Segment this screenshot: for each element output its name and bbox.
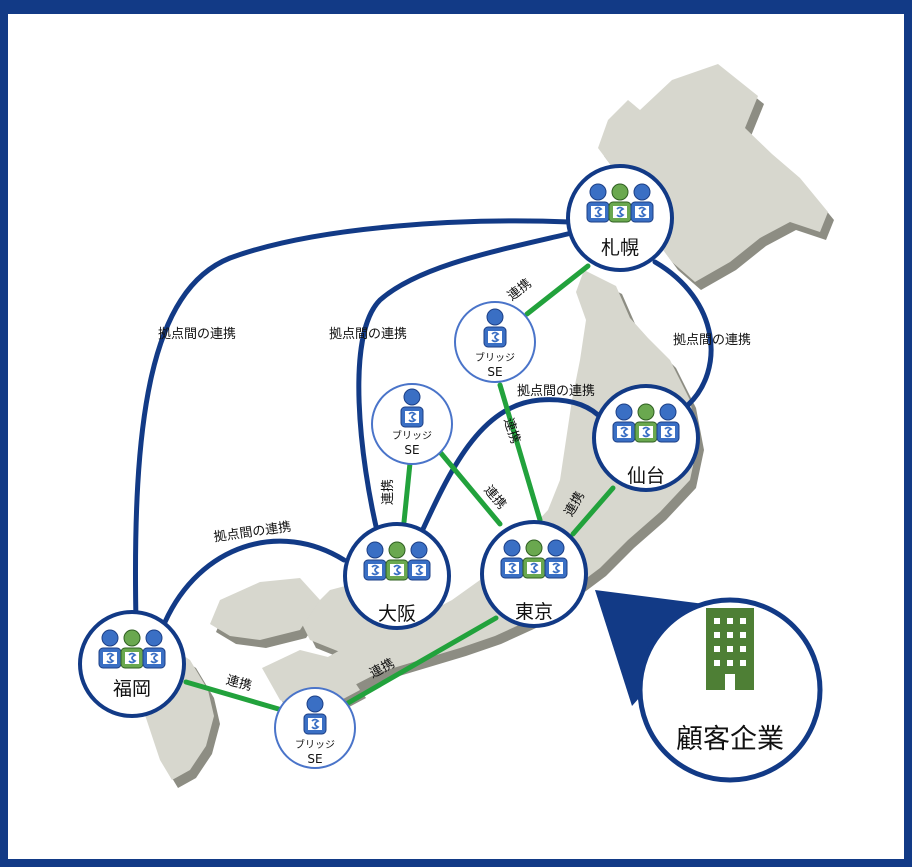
label-cooperation-se2-osaka: 連携 <box>380 479 396 505</box>
client-label: 顧客企業 <box>676 724 784 755</box>
link-osaka-sendai <box>415 397 606 543</box>
bridge-se-person-icon <box>483 308 507 348</box>
label-inter-office-right: 拠点間の連携 <box>673 332 751 348</box>
office-label-osaka: 大阪 <box>378 603 416 625</box>
bridge-se-label-3-line1: ブリッジ <box>295 738 335 751</box>
office-label-sapporo: 札幌 <box>601 237 639 259</box>
inter-office-links <box>132 218 714 625</box>
office-label-sendai: 仙台 <box>627 465 665 487</box>
bridge-se-label-1-line2: SE <box>487 365 502 379</box>
bridge-se-label-2-line2: SE <box>404 443 419 457</box>
staff-group-icon <box>364 542 430 580</box>
bridge-se-label-3-line2: SE <box>307 752 322 766</box>
office-label-tokyo: 東京 <box>515 601 553 623</box>
label-inter-office-middle: 拠点間の連携 <box>517 383 595 399</box>
link-sapporo-osaka <box>356 229 579 538</box>
staff-group-icon <box>501 540 567 578</box>
office-node-sapporo: 札幌 <box>566 164 674 272</box>
label-cooperation-sapporo: 連携 <box>504 276 534 305</box>
link-se2-osaka <box>401 460 413 525</box>
link-sapporo-fukuoka <box>132 218 573 625</box>
client-node: 顧客企業 <box>637 597 823 783</box>
link-se1-tokyo <box>497 382 543 523</box>
label-inter-office-left: 拠点間の連携 <box>158 326 236 342</box>
staff-group-icon <box>613 404 679 442</box>
cooperation-links <box>183 263 616 713</box>
staff-group-icon <box>99 630 165 668</box>
link-fukuoka-se3 <box>183 679 285 713</box>
link-sendai-tokyo <box>570 485 616 537</box>
office-node-osaka: 大阪 <box>343 522 451 630</box>
link-se3-tokyo <box>345 615 499 706</box>
staff-group-icon <box>587 184 653 222</box>
link-osaka-fukuoka <box>162 538 347 625</box>
label-cooperation-se1: 連携 <box>500 416 523 446</box>
bridge-se-node-1: ブリッジ SE <box>454 301 536 383</box>
bridge-se-label-2-line1: ブリッジ <box>392 429 432 442</box>
link-se2-tokyo <box>437 449 503 527</box>
bridge-se-person-icon <box>303 695 327 735</box>
office-label-fukuoka: 福岡 <box>113 678 151 700</box>
link-sapporo-sendai <box>652 259 714 408</box>
office-node-sendai: 仙台 <box>592 384 700 492</box>
bridge-se-node-2: ブリッジ SE <box>371 383 453 465</box>
label-cooperation-fukuoka: 連携 <box>224 672 253 694</box>
office-node-tokyo: 東京 <box>480 520 588 628</box>
bridge-se-node-3: ブリッジ SE <box>274 687 356 769</box>
office-node-fukuoka: 福岡 <box>78 610 186 718</box>
bridge-se-label-1-line1: ブリッジ <box>475 351 515 364</box>
bridge-se-person-icon <box>400 388 424 428</box>
building-icon <box>706 608 754 690</box>
label-inter-office-center: 拠点間の連携 <box>329 326 407 342</box>
link-sapporo-se1 <box>524 263 591 317</box>
